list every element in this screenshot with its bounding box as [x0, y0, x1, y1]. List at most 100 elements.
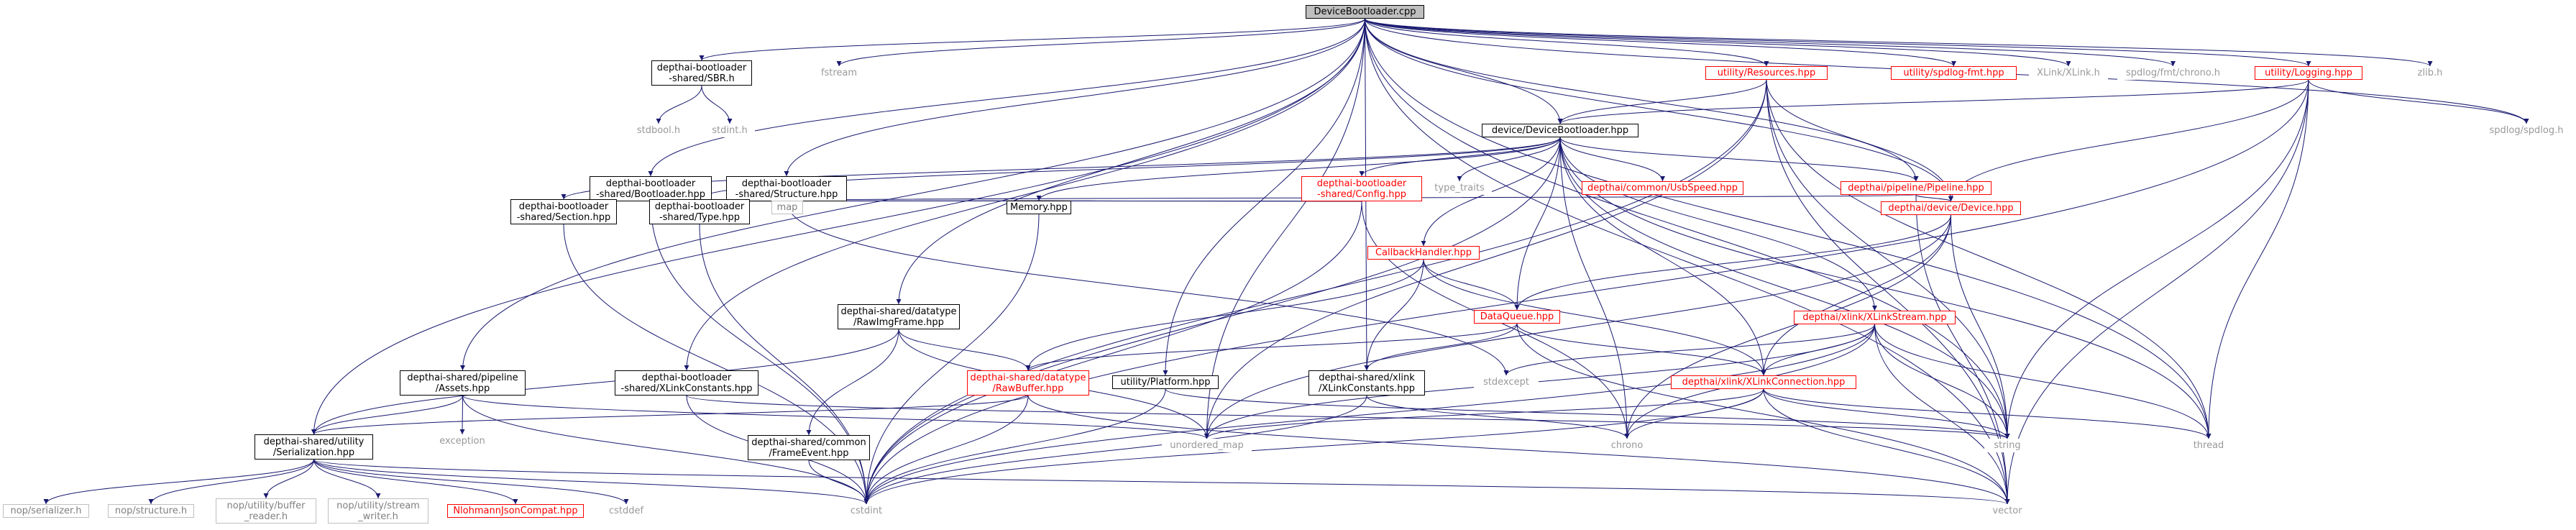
node-device[interactable]: depthai/device/Device.hpp — [1881, 201, 2021, 215]
edge-root-to-resources — [1365, 18, 1769, 67]
edge-xlinkstream-to-unordered — [1204, 324, 1875, 439]
edge-logging-to-spdlogh — [2308, 79, 2529, 124]
edge-resources-to-thread — [1766, 79, 2211, 439]
node-typetraits[interactable]: type_traits — [1427, 181, 1492, 195]
edge-devbl-to-chrono — [1559, 137, 1630, 439]
edge-root-to-fmtchrono — [1365, 18, 2176, 67]
node-blhpp[interactable]: depthai-bootloader -shared/Bootloader.hp… — [590, 176, 712, 201]
node-callback[interactable]: CallbackHandler.hpp — [1367, 246, 1480, 260]
edge-dataqueue-to-vector — [1516, 323, 2010, 505]
edge-root-to-blhpp — [648, 18, 1365, 177]
node-pipeline[interactable]: depthai/pipeline/Pipeline.hpp — [1841, 181, 1991, 195]
edge-rawbuffer-to-vector — [1027, 395, 2010, 505]
edge-logging-to-devbl — [1557, 79, 2309, 124]
edge-serialization-to-cstdint — [313, 459, 869, 505]
edge-resources-to-cstdint — [863, 79, 1767, 505]
edge-devbl-to-dataqueue — [1514, 137, 1561, 311]
node-assets[interactable]: depthai-shared/pipeline /Assets.hpp — [400, 370, 526, 396]
edge-serialization-to-nlohmann — [313, 459, 518, 505]
node-stdint[interactable]: stdint.h — [705, 124, 755, 137]
edge-config-to-cstdint — [863, 201, 1362, 505]
node-sbr[interactable]: depthai-bootloader -shared/SBR.h — [651, 60, 752, 86]
edge-devbl-to-xlinkstream — [1559, 137, 1877, 311]
edge-root-to-fstream — [836, 18, 1365, 67]
node-usbspeed[interactable]: depthai/common/UsbSpeed.hpp — [1582, 181, 1743, 195]
edge-callback-to-xlconstsh — [1364, 259, 1424, 371]
node-vector[interactable]: vector — [1984, 504, 2030, 518]
node-exception[interactable]: exception — [430, 434, 495, 448]
node-devbl[interactable]: device/DeviceBootloader.hpp — [1482, 124, 1638, 137]
node-rawbuffer[interactable]: depthai-shared/datatype /RawBuffer.hpp — [967, 370, 1089, 396]
edge-device-to-unordered — [1204, 214, 1951, 439]
edge-xlinkconn-to-cstdint — [863, 388, 1764, 505]
edge-root-to-string — [1365, 18, 2010, 439]
node-spdlogh[interactable]: spdlog/spdlog.h — [2483, 124, 2570, 137]
edge-assets-to-unordered — [462, 395, 1209, 439]
edge-device-to-xlinkconn — [1761, 214, 1951, 376]
node-config[interactable]: depthai-bootloader -shared/Config.hpp — [1301, 176, 1422, 201]
node-nopbufr[interactable]: nop/utility/buffer _reader.h — [216, 498, 316, 524]
node-xlinkstream[interactable]: depthai/xlink/XLinkStream.hpp — [1794, 311, 1956, 324]
node-frameevent[interactable]: depthai-shared/common /FrameEvent.hpp — [748, 435, 870, 460]
edge-rawimg-to-serialization — [311, 329, 899, 435]
edge-root-to-spdlogfmt — [1365, 18, 1956, 67]
node-dataqueue[interactable]: DataQueue.hpp — [1474, 310, 1560, 324]
node-serialization[interactable]: depthai-shared/utility /Serialization.hp… — [255, 434, 373, 460]
node-cstddef[interactable]: cstddef — [601, 504, 651, 518]
node-section[interactable]: depthai-bootloader -shared/Section.hpp — [510, 199, 617, 224]
edge-devbl-to-memory — [1036, 137, 1561, 201]
node-rawimg[interactable]: depthai-shared/datatype /RawImgFrame.hpp — [838, 304, 960, 329]
node-nopser[interactable]: nop/serializer.h — [3, 504, 89, 518]
edge-resources-to-devbl — [1557, 79, 1767, 124]
edge-callback-to-rawbuffer — [1025, 259, 1424, 371]
edge-serialization-to-vector — [313, 459, 2009, 505]
node-unordered[interactable]: unordered_map — [1162, 439, 1252, 452]
node-typehpp[interactable]: depthai-bootloader -shared/Type.hpp — [649, 199, 750, 224]
edge-root-to-rawimg — [896, 18, 1365, 305]
edge-logging-to-vector — [2004, 79, 2309, 505]
node-memory[interactable]: Memory.hpp — [1007, 201, 1071, 214]
node-thread[interactable]: thread — [2186, 439, 2232, 452]
edge-logging-to-string — [2004, 79, 2309, 439]
edge-dataqueue-to-xlconstsh — [1364, 323, 1518, 371]
edge-root-to-zlib — [1365, 18, 2433, 67]
node-spdlogfmt[interactable]: utility/spdlog-fmt.hpp — [1891, 66, 2017, 80]
edge-memory-to-cstdint — [863, 214, 1040, 505]
node-string[interactable]: string — [1984, 439, 2030, 452]
edge-devbl-to-xlinkconn — [1559, 137, 1766, 376]
node-fmtchrono[interactable]: spdlog/fmt/chrono.h — [2117, 66, 2229, 80]
node-structure[interactable]: depthai-bootloader -shared/Structure.hpp — [726, 176, 847, 201]
edge-xlinkconn-to-thread — [1763, 388, 2211, 439]
node-stdexcept[interactable]: stdexcept — [1474, 375, 1539, 389]
edge-assets-to-serialization — [311, 395, 463, 435]
node-xlconstsh[interactable]: depthai-shared/xlink /XLinkConstants.hpp — [1308, 370, 1425, 396]
node-nlohmann[interactable]: NlohmannJsonCompat.hpp — [447, 504, 584, 518]
edge-xlinkconn-to-vector — [1763, 388, 2010, 505]
edge-root-to-serialization — [311, 18, 1365, 435]
node-stdbool[interactable]: stdbool.h — [630, 124, 687, 137]
edge-device-to-dataqueue — [1514, 214, 1951, 311]
node-nopstruct[interactable]: nop/structure.h — [108, 504, 194, 518]
node-cstdint[interactable]: cstdint — [841, 504, 891, 518]
node-root[interactable]: DeviceBootloader.cpp — [1306, 5, 1424, 19]
node-chrono[interactable]: chrono — [1602, 439, 1652, 452]
edge-devbl-to-usbspeed — [1559, 137, 1665, 182]
node-xlinkh[interactable]: XLink/XLink.h — [2029, 66, 2108, 80]
edge-devbl-to-callback — [1421, 137, 1561, 247]
edge-root-to-xlinkh — [1365, 18, 2071, 67]
node-fstream[interactable]: fstream — [814, 66, 864, 80]
node-platform[interactable]: utility/Platform.hpp — [1112, 375, 1219, 389]
node-logging[interactable]: utility/Logging.hpp — [2255, 66, 2362, 80]
node-nopstreamw[interactable]: nop/utility/stream _writer.h — [328, 498, 428, 524]
node-map[interactable]: map — [771, 201, 803, 214]
edge-xlinkstream-to-thread — [1874, 324, 2211, 439]
edge-devbl-to-pipeline — [1559, 137, 1919, 182]
node-xlconstbl[interactable]: depthai-bootloader -shared/XLinkConstant… — [615, 370, 758, 396]
node-xlinkconn[interactable]: depthai/xlink/XLinkConnection.hpp — [1671, 375, 1856, 389]
edge-serialization-to-nopbufr — [263, 459, 314, 499]
node-resources[interactable]: utility/Resources.hpp — [1705, 66, 1828, 80]
edge-callback-to-xlinkconn — [1423, 259, 1766, 376]
edge-xlinkstream-to-stdexcept — [1503, 324, 1875, 376]
edge-root-to-unordered — [1204, 18, 1365, 439]
node-zlib[interactable]: zlib.h — [2408, 66, 2452, 80]
